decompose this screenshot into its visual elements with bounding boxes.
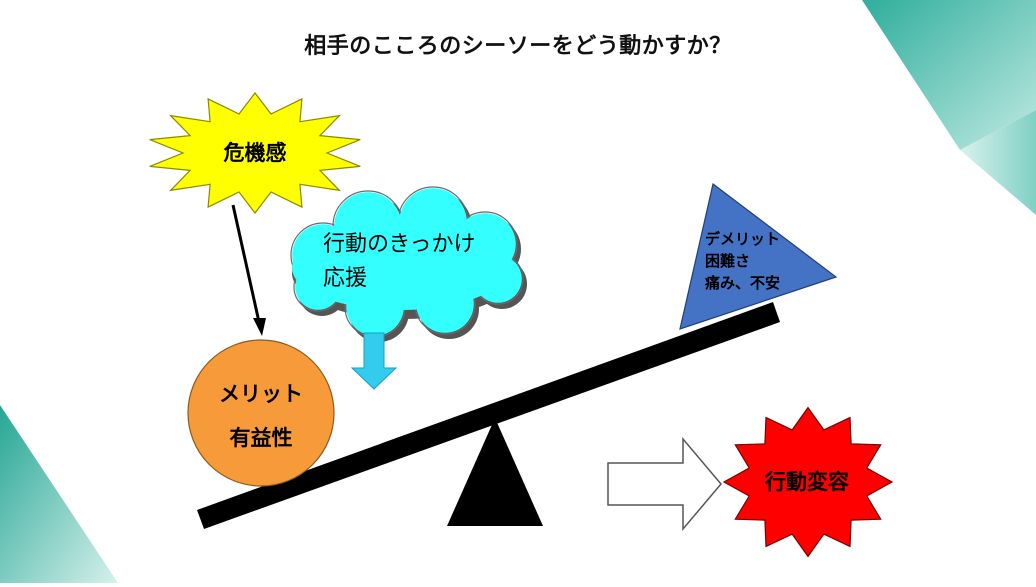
crisis-starburst (149, 92, 361, 214)
page-title: 相手のこころのシーソーをどう動かすか？ (304, 34, 732, 59)
merit-label: メリット 有益性 (188, 372, 334, 460)
crisis-label: 危機感 (223, 141, 287, 165)
merit-label-line1: メリット (219, 382, 303, 406)
cloud-label-line2: 応援 (323, 266, 368, 291)
pointer-arrow-icon (231, 204, 261, 323)
demerit-label-line1: デメリット (705, 230, 781, 248)
result-label: 行動変容 (765, 470, 849, 494)
cloud-label: 行動のきっかけ 応援 (323, 228, 475, 296)
merit-label-line2: 有益性 (229, 426, 293, 450)
right-arrow-icon (607, 436, 722, 532)
demerit-triangle (679, 182, 838, 330)
pointer-arrow-head (253, 318, 266, 336)
seesaw-beam (197, 302, 780, 529)
demerit-label: デメリット 困難さ 痛み、不安 (705, 228, 780, 294)
corner-decoration-bottom-left (0, 405, 118, 583)
corner-decoration-top-right-light (960, 110, 1036, 215)
result-star (722, 406, 894, 558)
seesaw-fulcrum (447, 418, 543, 526)
corner-decoration-top-right (862, 0, 1036, 150)
demerit-label-line3: 痛み、不安 (705, 274, 781, 292)
down-arrow-icon (350, 332, 398, 390)
demerit-label-line2: 困難さ (705, 252, 751, 270)
trigger-cloud-fill (292, 188, 522, 336)
merit-ball (187, 339, 335, 487)
cloud-label-line1: 行動のきっかけ (323, 232, 476, 257)
